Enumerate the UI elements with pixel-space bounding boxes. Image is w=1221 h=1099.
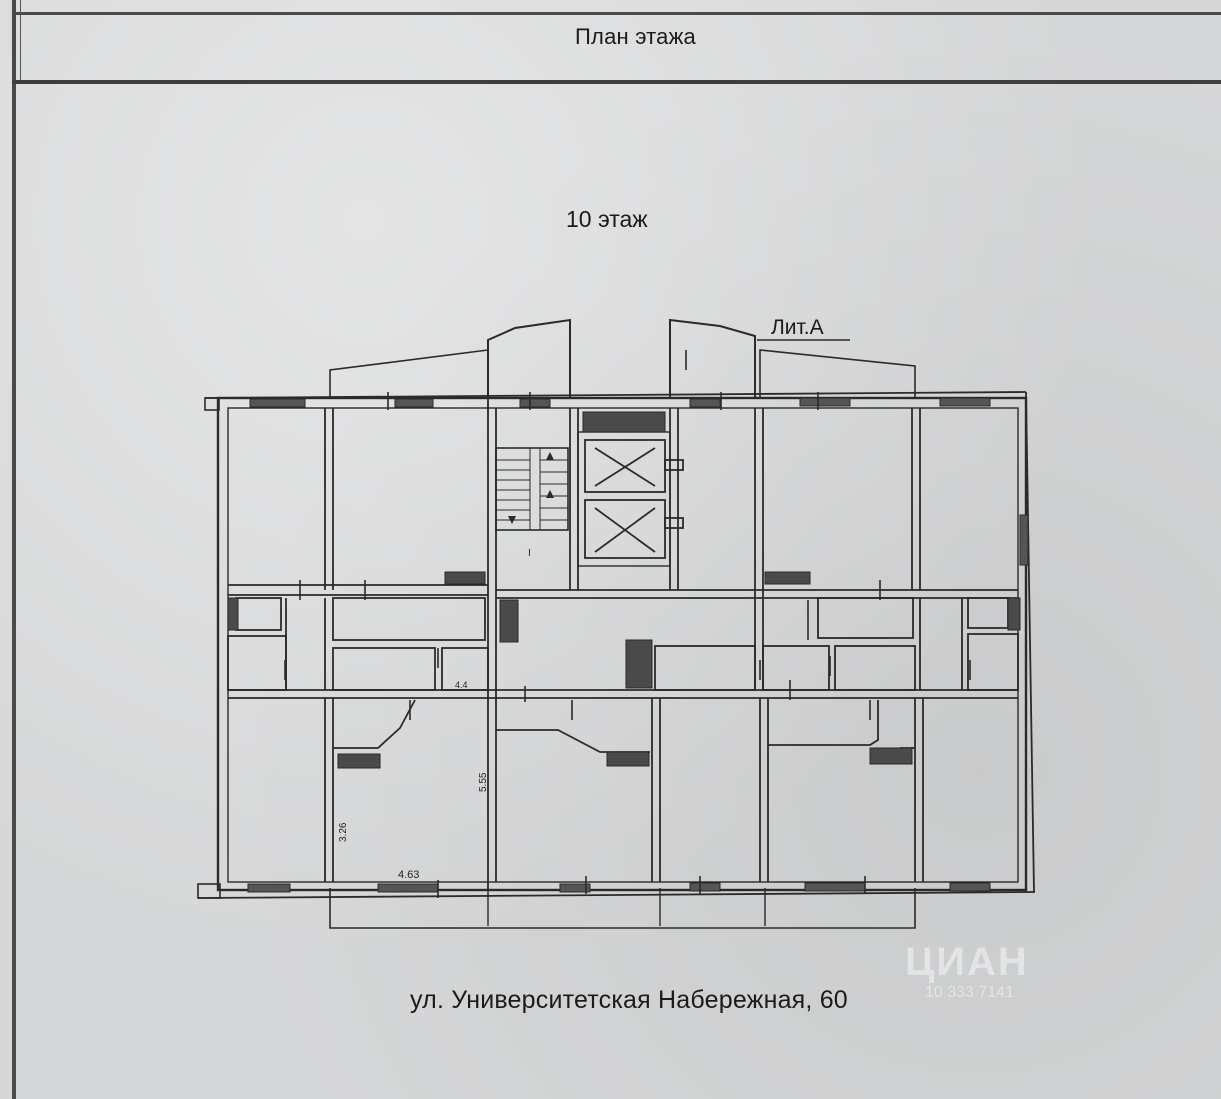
frame-border-left-inner (20, 0, 21, 80)
frame-border-left (12, 0, 16, 1099)
dimension-height-1: 3.26 (338, 822, 349, 842)
window (559, 883, 591, 893)
window (394, 398, 434, 408)
watermark-id: 10 333 7141 (925, 984, 1014, 1001)
stair-mark: I (528, 548, 531, 559)
window (804, 882, 866, 892)
balcony-top-left (329, 349, 489, 398)
tower-left (487, 318, 571, 398)
page-title: План этажа (575, 24, 696, 49)
address-label: ул. Университетская Набережная, 60 (410, 986, 848, 1014)
watermark-logo: ЦИАН (905, 940, 1029, 984)
floor-label: 10 этаж (566, 206, 648, 232)
dimension-height-2: 5.55 (478, 772, 489, 792)
building-letter-label: Лит.А (771, 316, 824, 339)
vent-shafts (227, 411, 1021, 769)
dimension-small: 4.4 (455, 680, 468, 690)
dimension-width: 4.63 (398, 869, 419, 881)
window (689, 398, 721, 408)
balcony-bottom (329, 888, 916, 929)
window (949, 882, 991, 892)
window (689, 882, 721, 892)
window (939, 397, 991, 407)
window (1019, 514, 1029, 566)
tower-right (669, 318, 756, 398)
frame-border-top (12, 12, 1221, 15)
elevator-shafts (577, 431, 684, 567)
window (377, 883, 439, 893)
window (519, 398, 551, 408)
window (249, 398, 306, 408)
window (247, 883, 291, 893)
stairwell (495, 447, 569, 531)
outer-wall (216, 396, 1028, 892)
balcony-top-right (759, 349, 916, 398)
header-divider (12, 80, 1221, 84)
window (799, 397, 851, 407)
